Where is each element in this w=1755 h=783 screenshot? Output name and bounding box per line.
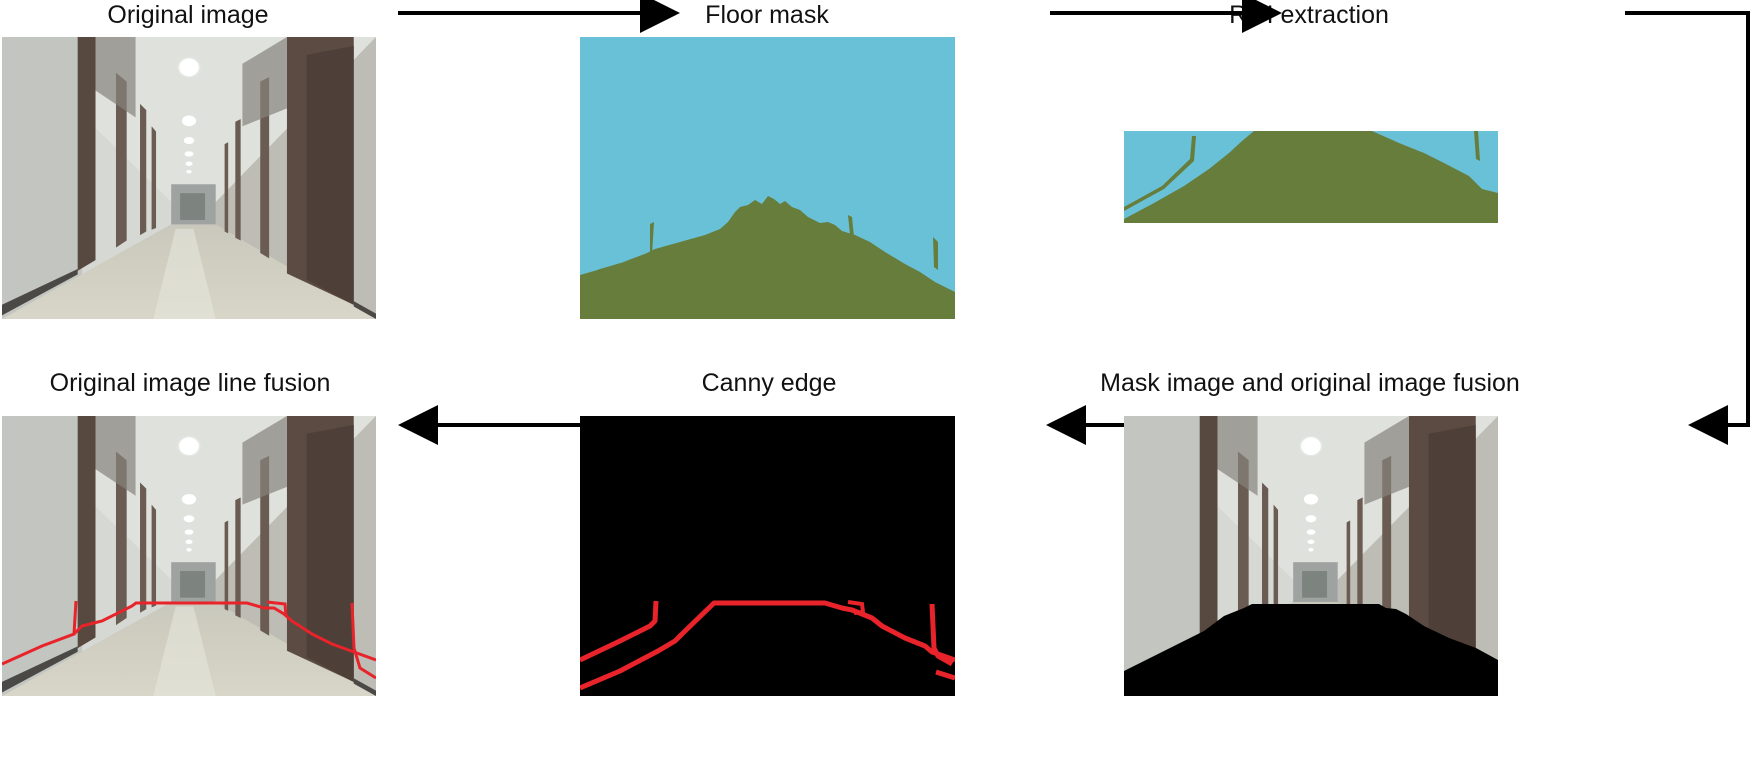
edge-map-canny <box>580 416 955 696</box>
roi-extraction-panel <box>1124 131 1498 223</box>
corridor-photo-original <box>2 37 376 319</box>
segmentation-mask-roi <box>1124 131 1498 223</box>
step-label-canny-edge: Canny edge <box>701 369 837 397</box>
step-label-floor-mask: Floor mask <box>705 1 829 29</box>
mask-fusion-panel <box>1124 416 1498 696</box>
segmentation-mask-floor <box>580 37 955 319</box>
step-label-original-image: Original image <box>107 1 269 29</box>
line-fusion-panel <box>2 416 376 696</box>
corridor-photo-masked <box>1124 416 1498 696</box>
step-label-line-fusion: Original image line fusion <box>49 369 331 397</box>
floor-mask-panel <box>580 37 955 319</box>
canny-edge-panel <box>580 416 955 696</box>
arrow-roi-to-fusion <box>1625 11 1750 445</box>
corridor-photo-lines <box>2 416 376 696</box>
original-image-panel <box>2 37 376 319</box>
step-label-mask-original-fusion: Mask image and original image fusion <box>1100 369 1520 397</box>
